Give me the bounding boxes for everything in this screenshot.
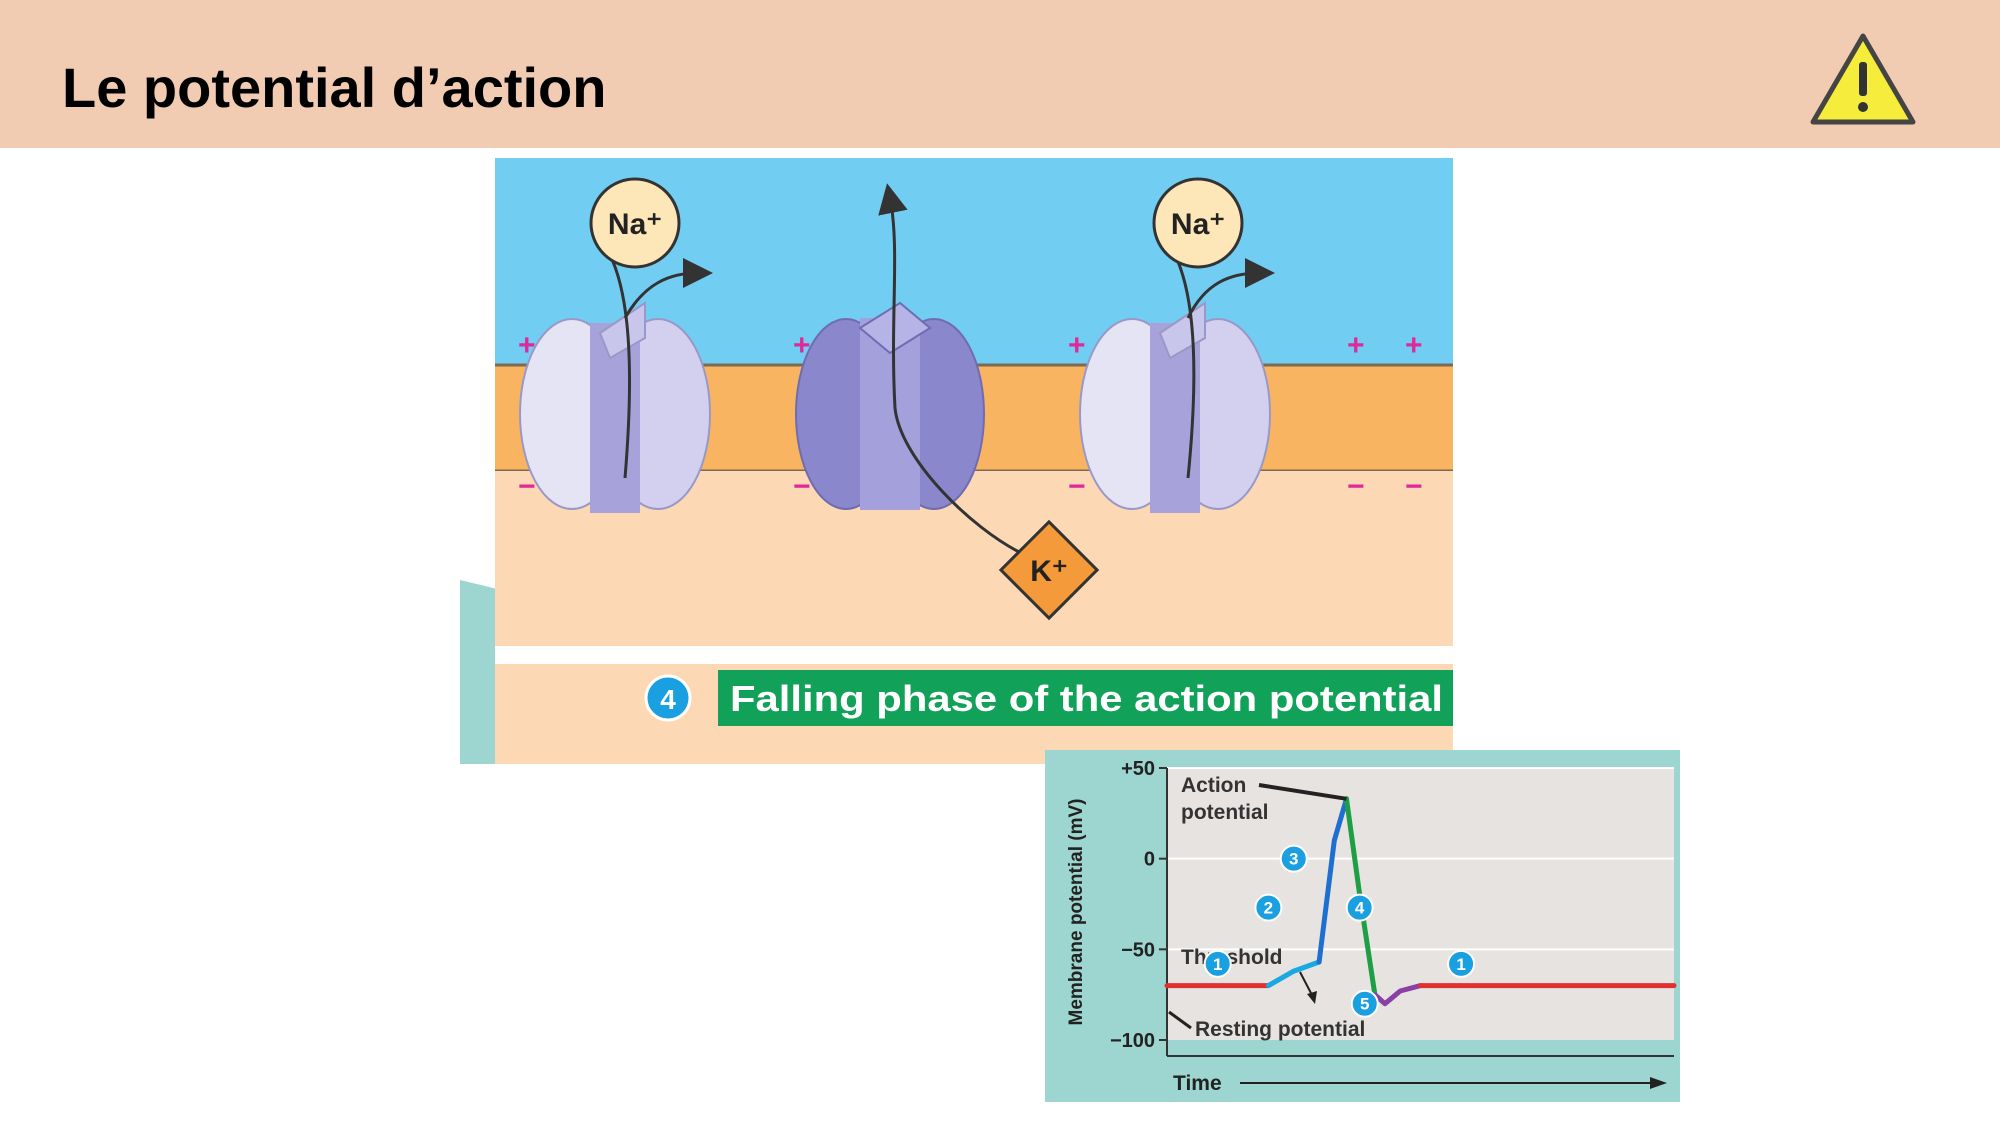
potassium-channel	[795, 301, 985, 510]
action-potential-label: potential	[1181, 801, 1269, 824]
sodium-channel-left	[519, 301, 711, 513]
phase-marker	[1345, 893, 1374, 922]
sodium-exit-arrow	[1186, 258, 1275, 319]
minus-charge: −	[1347, 470, 1365, 503]
series-line-phase-2	[1265, 959, 1322, 989]
y-tick-labels: +50 0 −50 −100	[1110, 758, 1167, 1052]
step-number: 4	[660, 684, 676, 715]
series-line-phase-3	[1316, 796, 1349, 965]
phase-marker	[1447, 949, 1476, 978]
minus-charge: −	[1068, 470, 1086, 503]
sodium-channel-right	[1079, 301, 1271, 513]
plus-charge: +	[1347, 329, 1365, 362]
y-axis-label: Membrane potential (mV)	[1066, 799, 1087, 1026]
y-tick-label: 0	[1144, 849, 1155, 871]
phase-label: Falling phase of the action potential	[730, 678, 1443, 719]
minus-charge: −	[1405, 470, 1423, 503]
phase-marker-number: 5	[1360, 995, 1369, 1014]
x-axis-label: Time	[1173, 1072, 1222, 1095]
phase-caption: 4 Falling phase of the action potential	[644, 670, 1453, 726]
phase-label-bg	[718, 670, 1453, 726]
sodium-ion-label: Na⁺	[1171, 208, 1225, 241]
phase-markers: 1 2 3 4 5 1	[1203, 844, 1476, 1018]
sodium-exit-arrow	[623, 258, 713, 319]
minus-charge: −	[793, 470, 811, 503]
potassium-ion-label: K⁺	[1030, 555, 1068, 588]
y-tick-label: −50	[1121, 939, 1155, 961]
step-number-badge	[644, 674, 692, 722]
grid-lines	[1167, 767, 1674, 951]
series-line-phase-5	[1372, 983, 1423, 1007]
plus-charge: +	[1068, 329, 1086, 362]
resting-potential-label: Resting potential	[1195, 1018, 1365, 1041]
plus-charge: +	[793, 329, 811, 362]
minus-charge: −	[518, 470, 536, 503]
membrane-diagram: + + + + + + + + − − − − − − − −	[460, 158, 1453, 764]
sodium-ion-right: Na⁺	[1152, 177, 1244, 269]
sodium-ion-left: Na⁺	[589, 177, 681, 269]
phase-marker	[1254, 893, 1283, 922]
sodium-ion-label: Na⁺	[608, 208, 662, 241]
action-potential-chart: +50 0 −50 −100 Membrane potential (mV) Time…	[1045, 750, 1680, 1102]
y-tick-label: −100	[1110, 1030, 1155, 1052]
phase-marker	[1279, 844, 1308, 873]
y-tick-label: +50	[1121, 758, 1155, 780]
threshold-label: Threshold	[1181, 946, 1283, 969]
phase-marker-number: 3	[1289, 850, 1298, 869]
warning-icon	[1810, 33, 1916, 125]
time-arrow-head	[1650, 1077, 1667, 1089]
phase-marker	[1350, 989, 1379, 1018]
resting-potential-pointer	[1168, 1010, 1192, 1030]
plot-area	[1167, 768, 1674, 1040]
slide-header: Le potential d’action	[0, 0, 2000, 148]
action-potential-label: Action	[1181, 774, 1246, 797]
threshold-pointer-head	[1307, 991, 1317, 1004]
phase-marker-number: 2	[1264, 899, 1273, 918]
potassium-flow-arrow	[878, 183, 1024, 556]
phase-marker-number: 1	[1456, 955, 1465, 974]
action-potential-pointer	[1258, 783, 1347, 801]
threshold-pointer	[1299, 971, 1314, 998]
potassium-ion: K⁺	[998, 519, 1100, 621]
phase-marker-number: 1	[1213, 955, 1222, 974]
phase-marker	[1203, 949, 1232, 978]
page-title: Le potential d’action	[62, 56, 607, 119]
plus-charge: +	[1405, 329, 1423, 362]
phase-marker-number: 4	[1355, 899, 1365, 918]
